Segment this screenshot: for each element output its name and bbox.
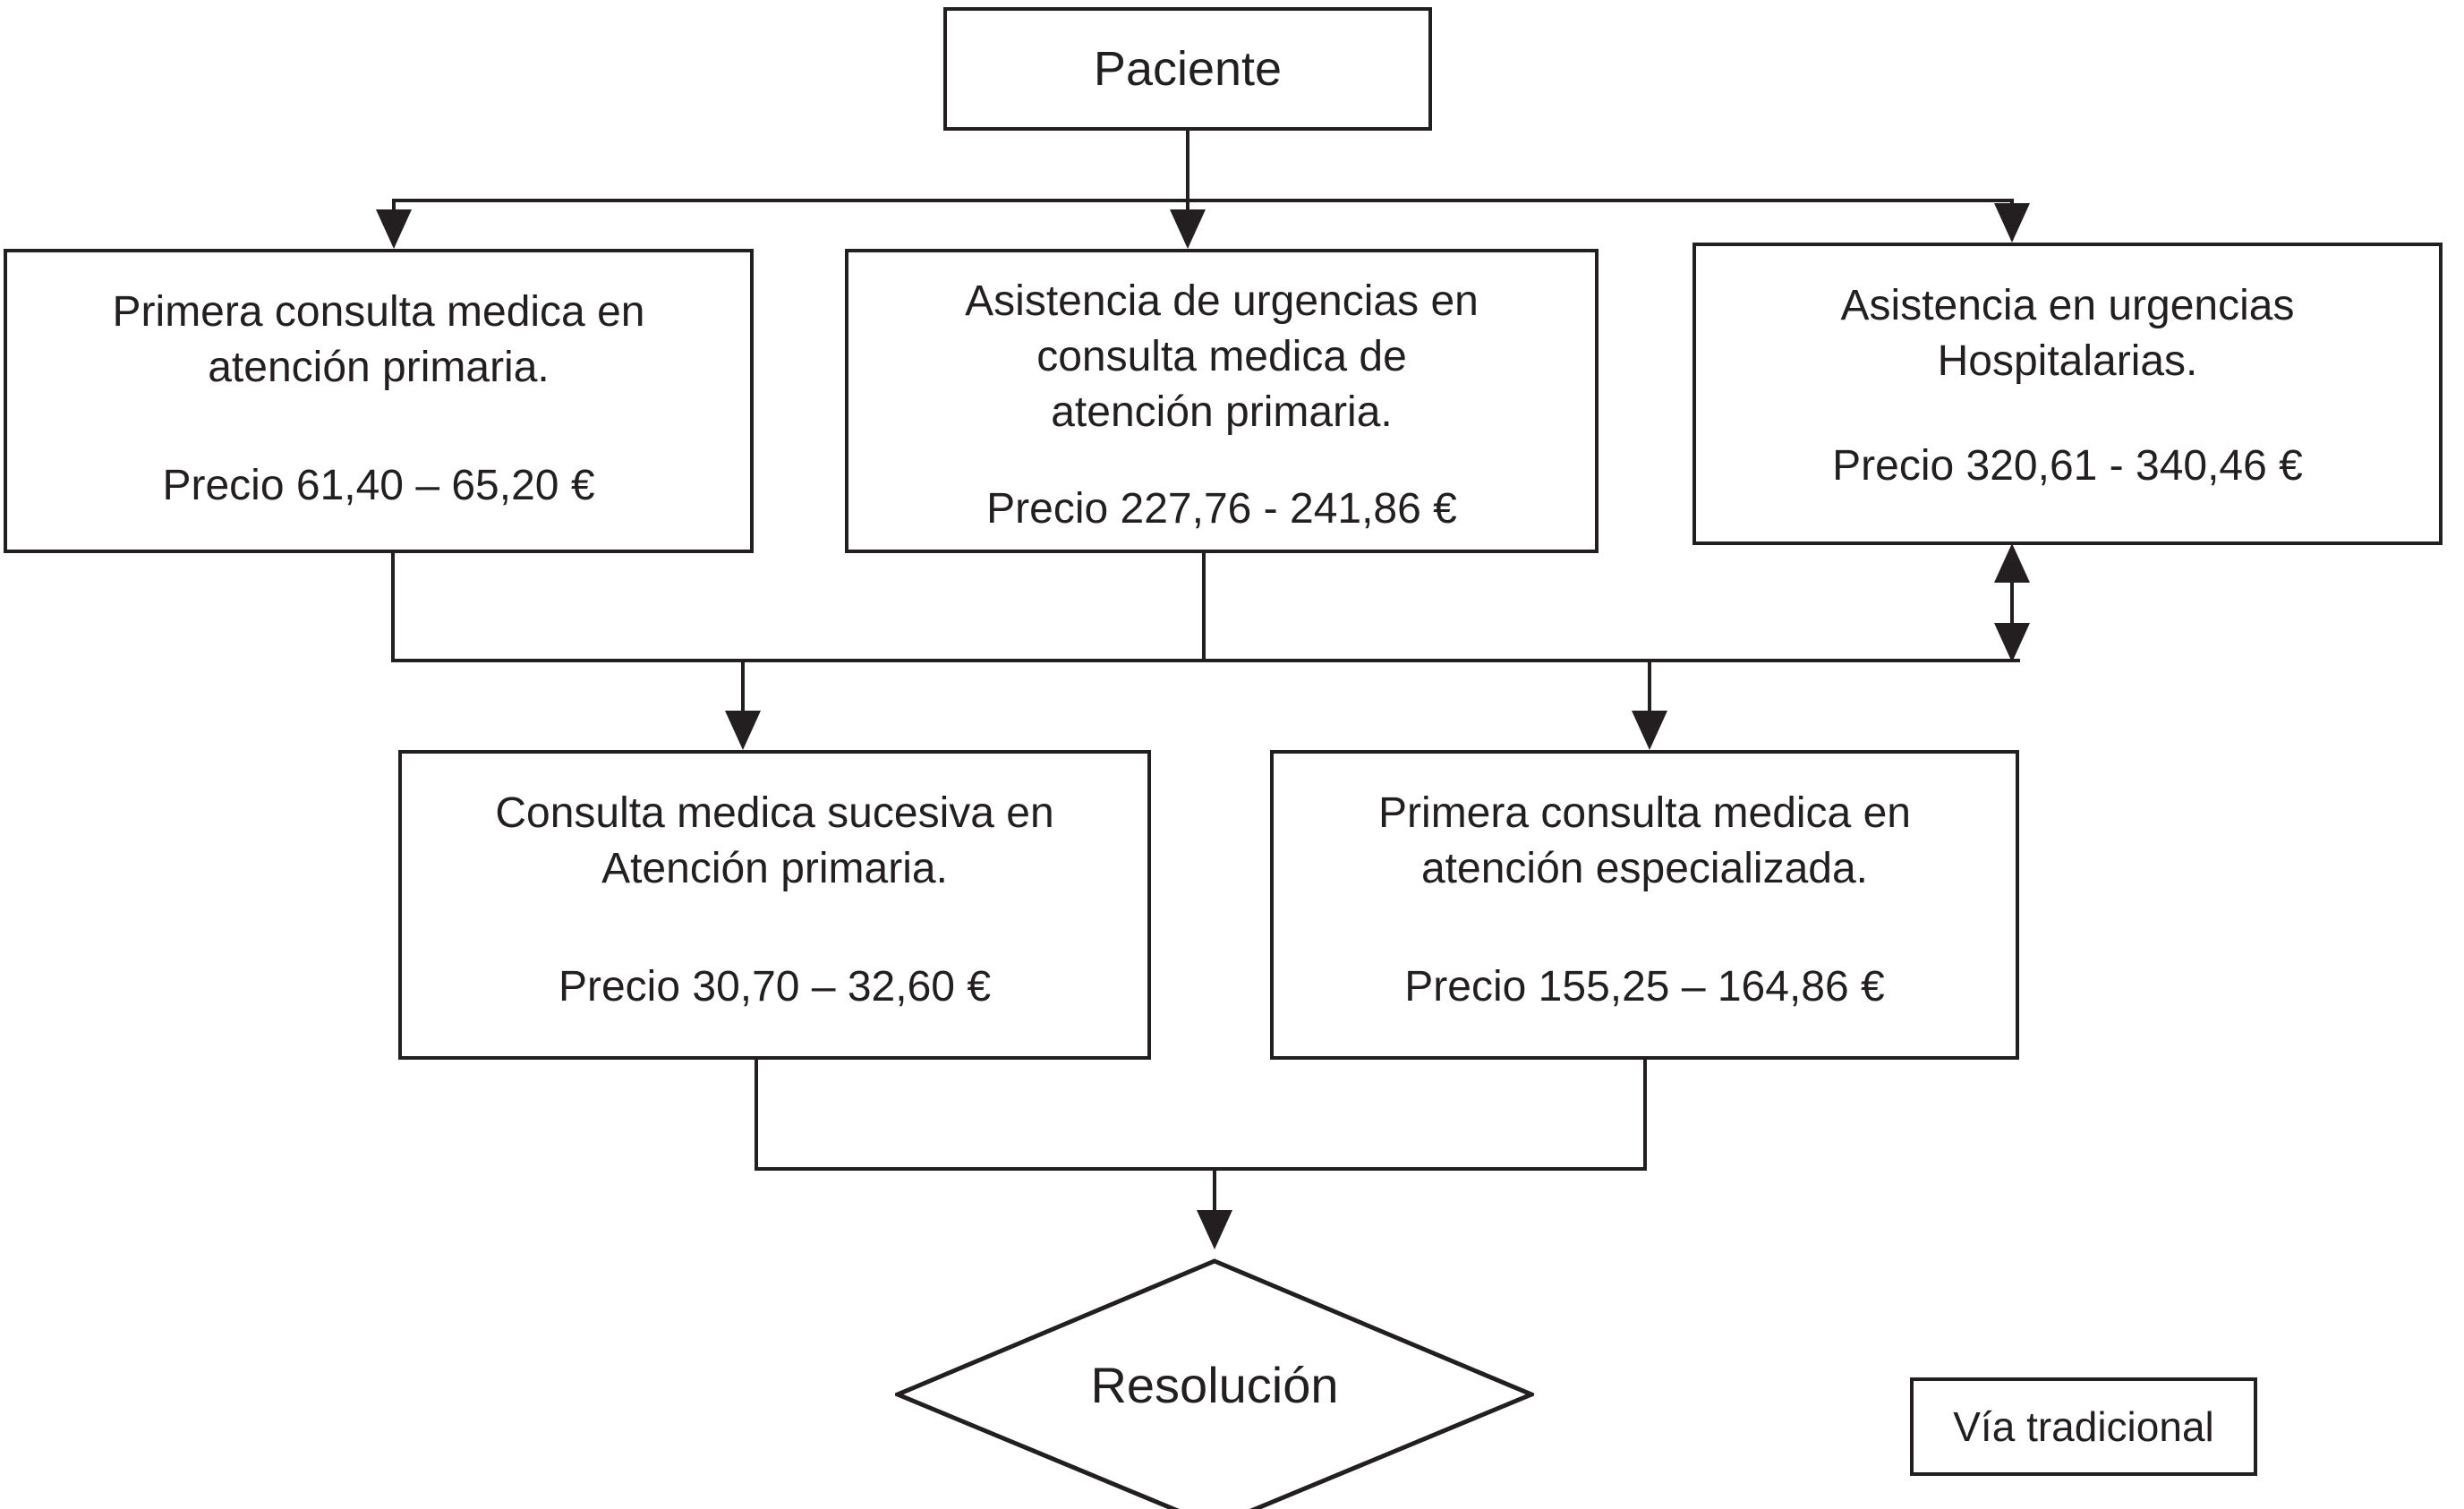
node-title-line: Asistencia de urgencias en <box>965 277 1479 325</box>
arrowhead-down-icon <box>1197 1210 1232 1249</box>
connector-middle-branch <box>391 659 2020 662</box>
connector-stem-sucesiva-down <box>755 1058 758 1171</box>
node-price: Precio 155,25 – 164,86 € <box>1404 963 1885 1010</box>
node-price: Precio 61,40 – 65,20 € <box>162 462 595 509</box>
node-urgencias-consulta-ap: Asistencia de urgencias en consulta medi… <box>845 249 1599 553</box>
node-paciente-label: Paciente <box>1093 42 1283 96</box>
node-price: Precio 227,76 - 241,86 € <box>986 485 1457 533</box>
arrowhead-down-icon <box>1170 209 1206 249</box>
connector-drop-sucesiva <box>741 661 745 712</box>
node-title-line: Atención primaria. <box>601 845 948 892</box>
connector-stem-especializada-down <box>1643 1058 1647 1171</box>
node-title: Primera consulta medica en atención espe… <box>1274 786 2016 897</box>
node-consulta-sucesiva-ap: Consulta medica sucesiva en Atención pri… <box>398 750 1151 1060</box>
connector-drop-especializada <box>1648 661 1651 712</box>
connector-paciente-stem <box>1186 131 1189 213</box>
node-price: Precio 320,61 - 340,46 € <box>1832 442 2303 490</box>
connector-stem-middle-down <box>1202 551 1206 662</box>
arrowhead-down-icon <box>1994 203 2030 243</box>
arrowhead-down-icon <box>1632 711 1667 750</box>
node-title-line: atención primaria. <box>1051 388 1393 436</box>
node-primera-consulta-ap: Primera consulta medica en atención prim… <box>4 249 754 553</box>
node-resolucion-label: Resolución <box>1090 1357 1339 1413</box>
decision-diamond-shape <box>895 1258 1534 1509</box>
connector-double-arrow-stem <box>2010 577 2014 627</box>
node-title-line: Primera consulta medica en <box>1378 789 1911 837</box>
connector-drop-left <box>392 199 396 215</box>
arrowhead-down-icon <box>725 711 761 750</box>
connector-stem-left-down <box>391 551 395 662</box>
node-title: Consulta medica sucesiva en Atención pri… <box>402 786 1147 897</box>
node-via-tradicional-label: Vía tradicional <box>1953 1403 2214 1450</box>
node-price: Precio 30,70 – 32,60 € <box>558 963 992 1010</box>
connector-drop-resolucion <box>1213 1167 1216 1212</box>
node-paciente: Paciente <box>943 7 1432 131</box>
arrowhead-up-icon <box>1994 543 2030 583</box>
arrowhead-down-icon <box>1994 623 2030 662</box>
node-title-line: atención especializada. <box>1420 845 1868 892</box>
node-title: Asistencia en urgencias Hospitalarias. <box>1696 278 2439 389</box>
connector-bottom-branch <box>755 1167 1647 1171</box>
node-title-line: Primera consulta medica en <box>112 288 645 336</box>
node-title: Primera consulta medica en atención prim… <box>7 285 750 396</box>
connector-top-branch <box>392 199 2014 202</box>
node-title-line: consulta medica de <box>1036 333 1407 380</box>
node-urgencias-hospitalarias: Asistencia en urgencias Hospitalarias. P… <box>1692 243 2443 545</box>
arrowhead-down-icon <box>376 209 412 249</box>
node-title-line: Consulta medica sucesiva en <box>495 789 1054 837</box>
node-primera-consulta-especializada: Primera consulta medica en atención espe… <box>1270 750 2019 1060</box>
node-title: Asistencia de urgencias en consulta medi… <box>848 274 1595 440</box>
node-via-tradicional: Vía tradicional <box>1910 1377 2257 1476</box>
node-title-line: atención primaria. <box>208 344 550 391</box>
node-title-line: Asistencia en urgencias <box>1840 282 2295 329</box>
node-title-line: Hospitalarias. <box>1937 337 2198 385</box>
